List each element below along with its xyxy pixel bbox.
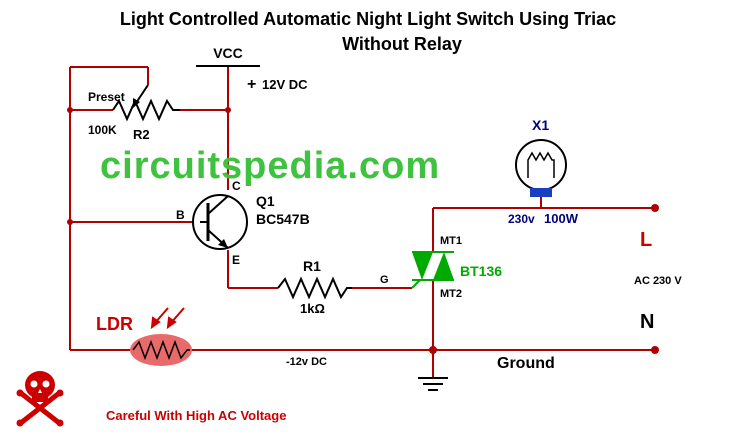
r1-name: R1 bbox=[303, 258, 321, 274]
skull-jaw bbox=[32, 394, 48, 402]
lamp-watt: 100W bbox=[544, 211, 579, 226]
minus12-label: -12v DC bbox=[286, 356, 327, 368]
ac-label: AC 230 V bbox=[634, 275, 682, 287]
mt1-label: MT1 bbox=[440, 235, 462, 247]
triac-gate-lead bbox=[411, 279, 421, 289]
transistor-collector bbox=[207, 195, 229, 215]
pin-e: E bbox=[232, 253, 240, 267]
supply-label: 12V DC bbox=[262, 77, 308, 92]
ldr-resistor bbox=[132, 339, 190, 361]
triac-triangle-up bbox=[433, 252, 454, 280]
vcc-label: VCC bbox=[213, 45, 243, 61]
preset-wiper-arrow bbox=[135, 84, 149, 104]
q1-name: Q1 bbox=[256, 193, 275, 209]
pin-b: B bbox=[176, 208, 185, 222]
lamp-globe bbox=[515, 139, 567, 191]
neutral-label: N bbox=[640, 311, 654, 333]
light-arrow-icon bbox=[150, 307, 185, 330]
skull-eye-left bbox=[30, 380, 38, 388]
ldr-label: LDR bbox=[96, 314, 133, 334]
r2-value: 100K bbox=[88, 123, 117, 137]
terminal-live bbox=[651, 204, 659, 212]
ground-symbol-icon bbox=[418, 377, 448, 391]
plus-sign: + bbox=[247, 76, 256, 93]
triac-part: BT136 bbox=[460, 263, 502, 279]
emitter-arrow bbox=[218, 239, 228, 248]
bone-end bbox=[56, 419, 64, 427]
bone-end bbox=[56, 389, 64, 397]
lamp-name: X1 bbox=[532, 117, 549, 133]
junction-dots bbox=[67, 107, 659, 354]
r2-resistor bbox=[112, 98, 180, 122]
lamp-volt: 230v bbox=[508, 212, 535, 226]
ground-label: Ground bbox=[497, 355, 555, 372]
warning-text: Careful With High AC Voltage bbox=[106, 408, 286, 423]
junction-dot bbox=[67, 107, 73, 113]
r1-value: 1kΩ bbox=[300, 301, 325, 316]
title-line-1: Light Controlled Automatic Night Light S… bbox=[120, 9, 616, 29]
light-arrow-head-1 bbox=[150, 316, 161, 330]
r2-name: R2 bbox=[133, 127, 150, 142]
mt2-label: MT2 bbox=[440, 288, 462, 300]
preset-label: Preset bbox=[88, 90, 125, 104]
lamp-base bbox=[530, 188, 552, 197]
terminal-neutral bbox=[651, 346, 659, 354]
light-arrow-head-2 bbox=[166, 316, 177, 330]
watermark: circuitspedia.com bbox=[100, 145, 440, 187]
gate-label: G bbox=[380, 274, 389, 286]
q1-part: BC547B bbox=[256, 211, 310, 227]
triac-triangle-down bbox=[412, 252, 433, 280]
skull-nose bbox=[38, 389, 42, 393]
triac-bt136 bbox=[411, 251, 454, 289]
skull-crossbones-icon bbox=[16, 371, 64, 427]
skull-eye-right bbox=[42, 380, 50, 388]
junction-dot bbox=[67, 219, 73, 225]
ldr-body bbox=[130, 334, 192, 366]
wires bbox=[69, 66, 655, 378]
bone-end bbox=[16, 389, 24, 397]
skull-head bbox=[25, 371, 55, 399]
bone-end bbox=[16, 419, 24, 427]
r1-resistor bbox=[277, 276, 352, 300]
title-line-2: Without Relay bbox=[342, 34, 462, 54]
live-label: L bbox=[640, 229, 652, 251]
crossbone-2 bbox=[19, 391, 61, 425]
lamp-bulb-icon bbox=[515, 139, 567, 197]
junction-dot bbox=[429, 346, 437, 354]
pin-c: C bbox=[232, 179, 241, 193]
transistor-q1 bbox=[192, 194, 248, 250]
junction-dot bbox=[225, 107, 231, 113]
lamp-filament bbox=[527, 151, 555, 178]
preset-arrow-head bbox=[133, 98, 140, 108]
